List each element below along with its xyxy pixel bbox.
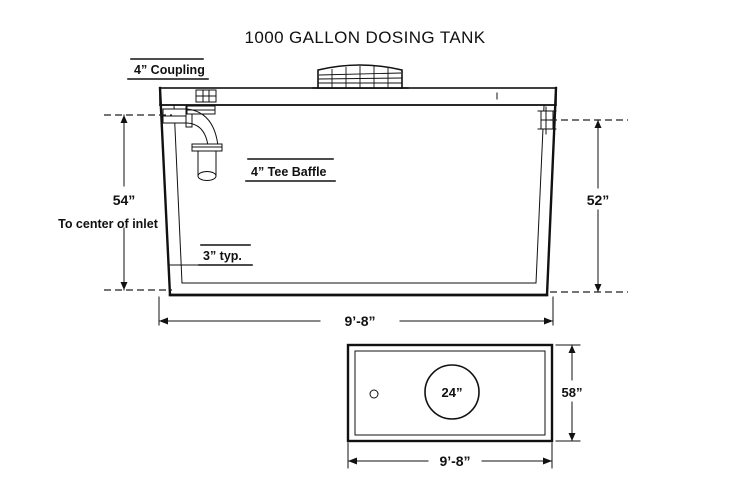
dimension-left-height-note: To center of inlet [58,217,159,231]
dimension-plan-width-label: 9’-8” [439,453,470,469]
tee-baffle-note-rules [245,158,336,182]
tank-outer-wall [158,86,558,297]
dimension-elevation-width-label: 9’-8” [344,313,375,329]
wall-thickness-label: 3” typ. [203,249,242,263]
wall-thickness-note-rules [167,244,253,266]
dimension-plan-width [347,442,553,469]
tee-baffle-label: 4” Tee Baffle [251,165,327,179]
tank-plan-view [346,343,581,469]
dimension-elevation-width [158,296,554,326]
dimension-left-height [104,114,172,291]
manhole-diameter-label: 24” [442,385,463,400]
tank-inner-wall [173,105,545,284]
tank-elevation-view [104,58,628,326]
inlet-tee-baffle-assembly [162,104,223,181]
dimension-right-height [550,119,628,293]
dimension-plan-depth [555,344,581,442]
coupling-note-rules [127,58,209,80]
outlet-fitting [537,106,557,135]
top-coupling-fitting [195,89,217,103]
coupling-label: 4” Coupling [134,63,205,77]
plan-small-port-circle [369,389,379,399]
riser-hatch [317,66,403,88]
riser-manhole [312,64,409,89]
dimension-right-height-label: 52” [587,192,610,208]
dimension-plan-depth-label: 58” [562,385,583,400]
manhole-circle [424,364,480,420]
drawing-title: 1000 GALLON DOSING TANK [245,28,486,47]
dimension-left-height-label: 54” [113,192,136,208]
